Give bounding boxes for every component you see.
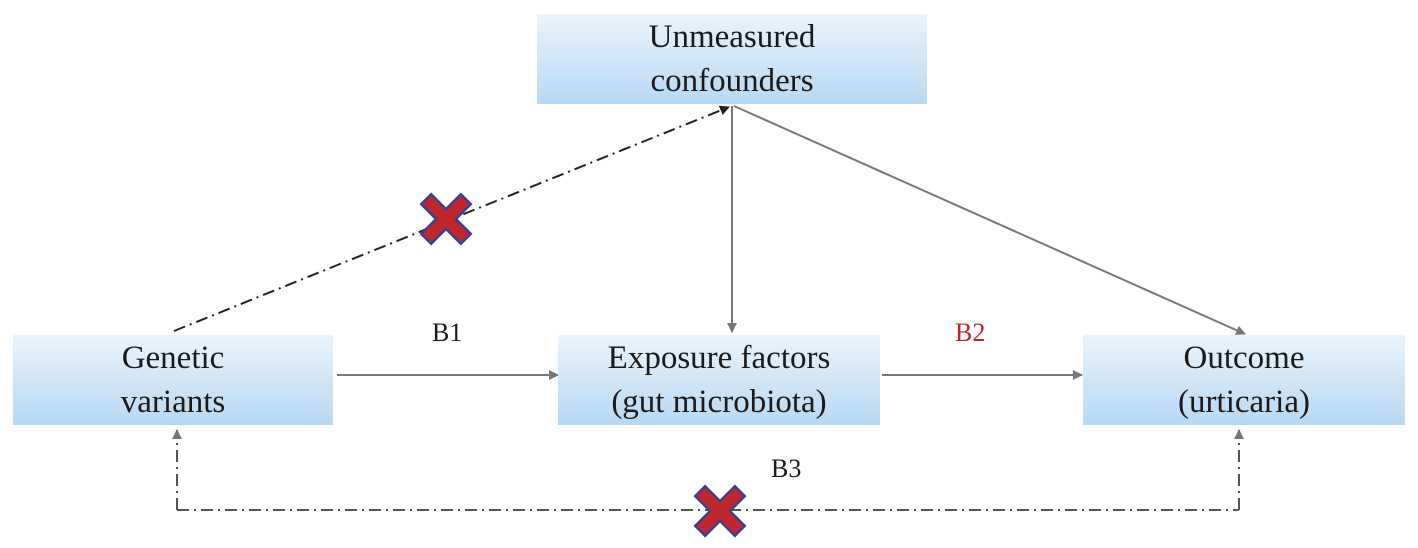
- node-exposure-factors: Exposure factors (gut microbiota): [558, 335, 880, 425]
- node-outcome: Outcome (urticaria): [1083, 335, 1405, 425]
- node-label-line1: Unmeasured: [648, 19, 816, 55]
- edge-label-b2: B2: [955, 318, 986, 347]
- cross-icon: [693, 484, 747, 538]
- node-label-line2: confounders: [650, 63, 814, 99]
- node-genetic-variants: Genetic variants: [13, 335, 333, 425]
- node-label-line1: Exposure factors: [607, 340, 831, 376]
- node-label-line2: (gut microbiota): [611, 384, 827, 420]
- node-label-line2: variants: [120, 384, 226, 420]
- node-unmeasured-confounders: Unmeasured confounders: [537, 14, 927, 104]
- edge-label-b1: B1: [432, 318, 463, 347]
- cross-icon: [419, 192, 473, 246]
- edge-label-b3: B3: [771, 454, 802, 483]
- arrow-confounders-to-outcome: [733, 105, 1246, 335]
- node-label-line2: (urticaria): [1178, 384, 1310, 420]
- node-label-line1: Genetic: [121, 340, 225, 376]
- node-label-line1: Outcome: [1183, 340, 1305, 376]
